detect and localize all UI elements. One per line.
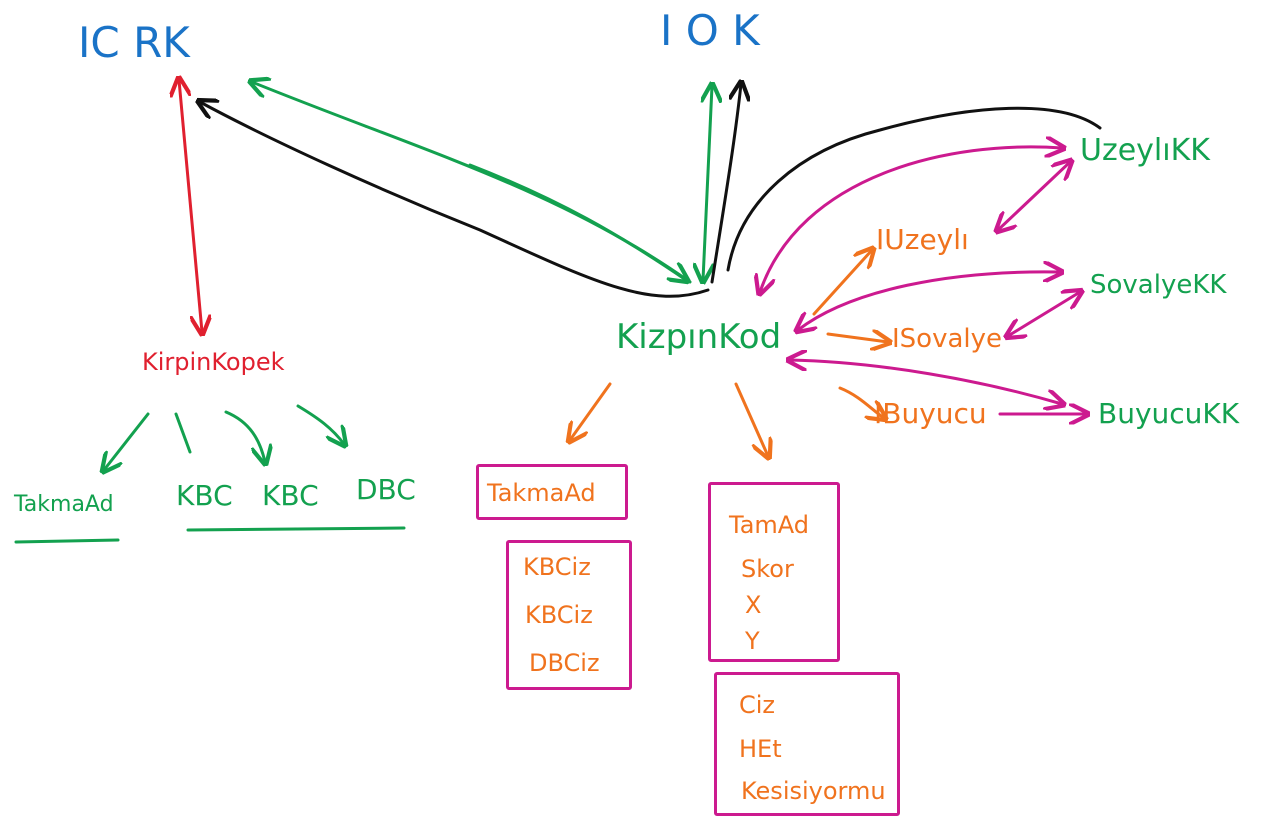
box-methods-line-2: HEt <box>739 735 782 763</box>
node-i-sovalye: ISovalye <box>892 324 1003 354</box>
box-fields-line-4: Y <box>745 627 760 655</box>
box-takma-ad-line: TakmaAd <box>487 479 596 507</box>
arrow-icrk-kizpin-green <box>468 163 686 280</box>
arrow-kizpin-takmaad-box <box>570 382 612 440</box>
node-buyucu-kk: BuyucuKK <box>1098 397 1240 430</box>
kirpin-child-dbc: DBC <box>356 473 416 506</box>
box-kbc-line-2: KBCiz <box>525 601 593 629</box>
arrow-kizpin-isovalye <box>826 334 888 342</box>
box-kbc-list: KBCiz KBCiz DBCiz <box>506 540 632 690</box>
arrow-kizpin-icrk-black <box>200 102 710 298</box>
box-kbc-line-3: DBCiz <box>529 649 600 677</box>
arrow-sovalye-isovalye <box>1008 292 1080 336</box>
box-kbc-line-1: KBCiz <box>523 553 591 581</box>
arrow-kirpin-dbc <box>296 404 344 444</box>
node-uzeyli-kk: UzeylıKK <box>1080 133 1210 168</box>
box-methods: Ciz HEt Kesisiyormu <box>714 672 900 816</box>
kirpin-child-kbc-1: KBC <box>176 479 233 512</box>
box-fields: TamAd Skor X Y <box>708 482 840 662</box>
arrow-iok-kizpin-green <box>703 86 712 280</box>
arrow-kizpin-ibuyucu <box>838 386 884 418</box>
box-methods-line-3: Kesisiyormu <box>741 777 886 805</box>
kirpin-child-kbc-2: KBC <box>262 479 319 512</box>
arrow-buyucu-kizpin <box>790 360 1062 404</box>
node-i-buyucu: IBuyucu <box>874 397 987 430</box>
box-fields-line-2: Skor <box>741 555 794 583</box>
arrow-kizpin-fields-box <box>734 382 768 456</box>
arrow-icrk-kirpin <box>179 80 202 332</box>
node-sovalye-kk: SovalyeKK <box>1090 270 1227 300</box>
arrow-uzeyli-kizpin <box>760 147 1062 292</box>
arrow-uzeyli-iuzeyli <box>998 162 1070 230</box>
underline-takmaad <box>14 538 120 544</box>
box-fields-line-1: TamAd <box>729 511 810 539</box>
box-fields-line-3: X <box>745 591 762 619</box>
kirpin-child-takmaad: TakmaAd <box>14 492 114 517</box>
underline-kbc-group <box>186 526 406 532</box>
arrow-kizpin-iuzeyli <box>812 250 872 316</box>
node-icrk: IC RK <box>78 18 190 67</box>
node-kirpin-kopek: KirpinKopek <box>142 348 285 376</box>
arrow-kizpin-iok-black <box>710 84 741 284</box>
arrow-kizpin-icrk-green <box>252 82 692 284</box>
node-iok: I O K <box>660 6 760 55</box>
arrow-kirpin-takmaad <box>104 412 150 470</box>
arrow-kirpin-kbc1 <box>174 412 192 454</box>
arrow-sovalye-kizpin <box>798 272 1060 330</box>
box-takma-ad: TakmaAd <box>476 464 628 520</box>
box-methods-line-1: Ciz <box>739 691 776 719</box>
arrow-kizpin-uzeyli-black <box>726 106 1102 272</box>
node-i-uzeyli: IUzeylı <box>876 223 969 256</box>
node-kizpinkod: KizpınKod <box>616 317 782 357</box>
arrow-kirpin-kbc2 <box>224 410 265 462</box>
